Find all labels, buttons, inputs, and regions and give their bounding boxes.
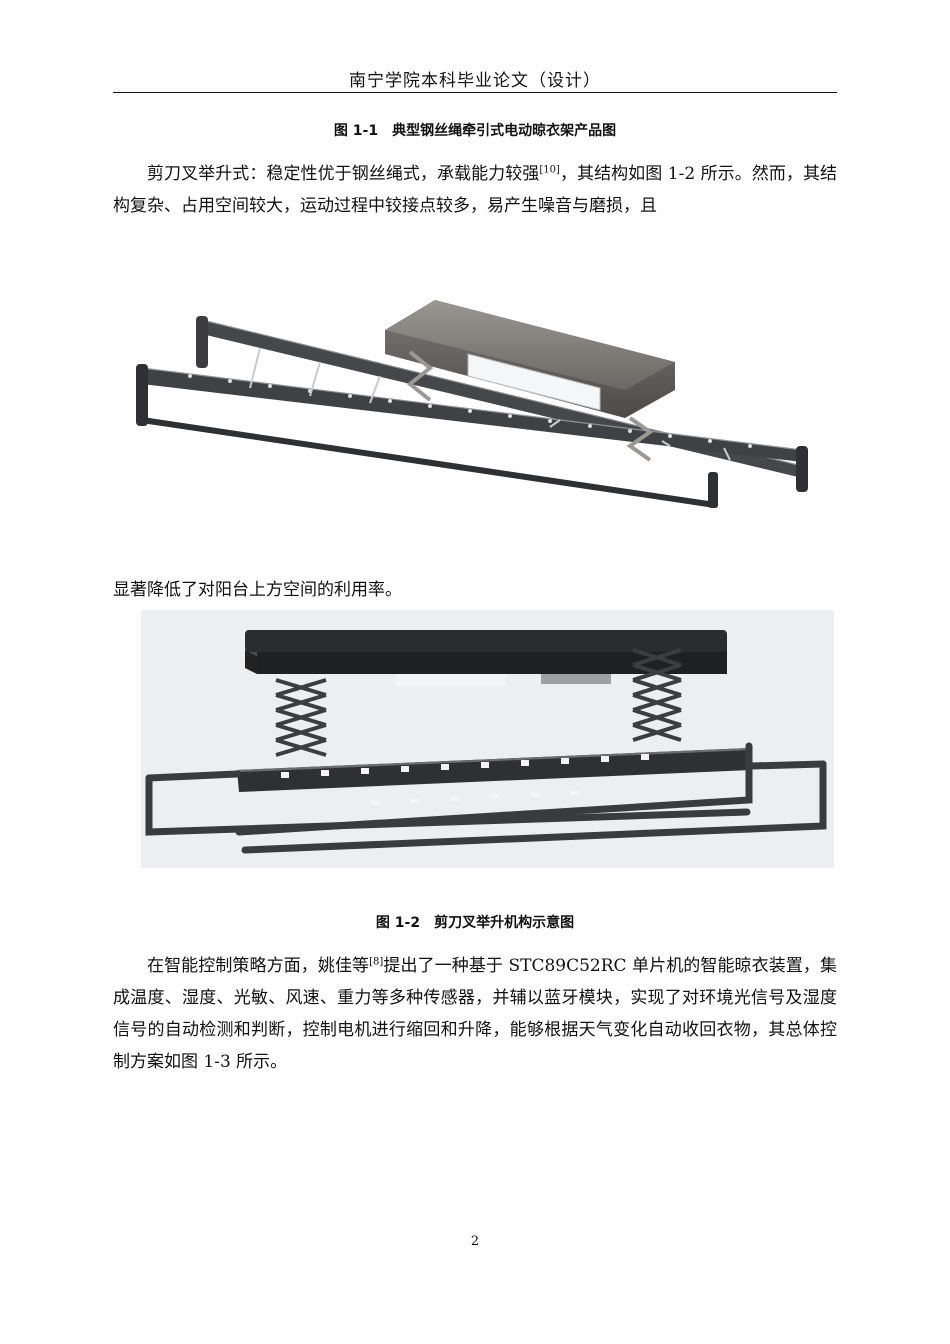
figure-1-1-caption: 图 1-1 典型钢丝绳牵引式电动晾衣架产品图	[113, 120, 837, 140]
paragraph-smart-control: 在智能控制策略方面，姚佳等[8]提出了一种基于 STC89C52RC 单片机的智…	[113, 950, 837, 1078]
header-rule	[113, 92, 837, 93]
figure-1-1-number: 图 1-1	[333, 123, 379, 139]
running-header: 南宁学院本科毕业论文（设计）	[349, 71, 601, 91]
figure-1-1-title: 典型钢丝绳牵引式电动晾衣架产品图	[392, 123, 617, 139]
paragraph-smart-control-text-a: 在智能控制策略方面，姚佳等	[147, 956, 370, 976]
figure-1-2-caption: 图 1-2 剪刀叉举升机构示意图	[113, 912, 837, 932]
paragraph-smart-control-text-b: 提出了一种基于 STC89C52RC 单片机的智能晾衣装置，集成温度、湿度、光敏…	[113, 956, 837, 1072]
paragraph-scissor-lift: 剪刀叉举升式：稳定性优于钢丝绳式，承载能力较强[10]，其结构如图 1-2 所示…	[113, 158, 837, 222]
citation-8: [8]	[369, 956, 384, 968]
paragraph-scissor-lift-continued: 显著降低了对阳台上方空间的利用率。	[113, 580, 402, 600]
citation-10: [10]	[539, 164, 560, 176]
figure-1-2-number: 图 1-2	[375, 915, 421, 931]
figure-1-1-image	[130, 290, 830, 520]
paragraph-scissor-lift-text-a: 剪刀叉举升式：稳定性优于钢丝绳式，承载能力较强	[147, 164, 540, 184]
paragraph-scissor-lift-text-b: ，其结构如图 1-2 所示。然而，其结构复杂、占用空间较大，运动过程中铰接点较多…	[113, 164, 838, 216]
figure-1-2-image	[141, 610, 834, 868]
figure-1-2-title: 剪刀叉举升机构示意图	[434, 915, 575, 931]
page-number: 2	[470, 1234, 480, 1249]
